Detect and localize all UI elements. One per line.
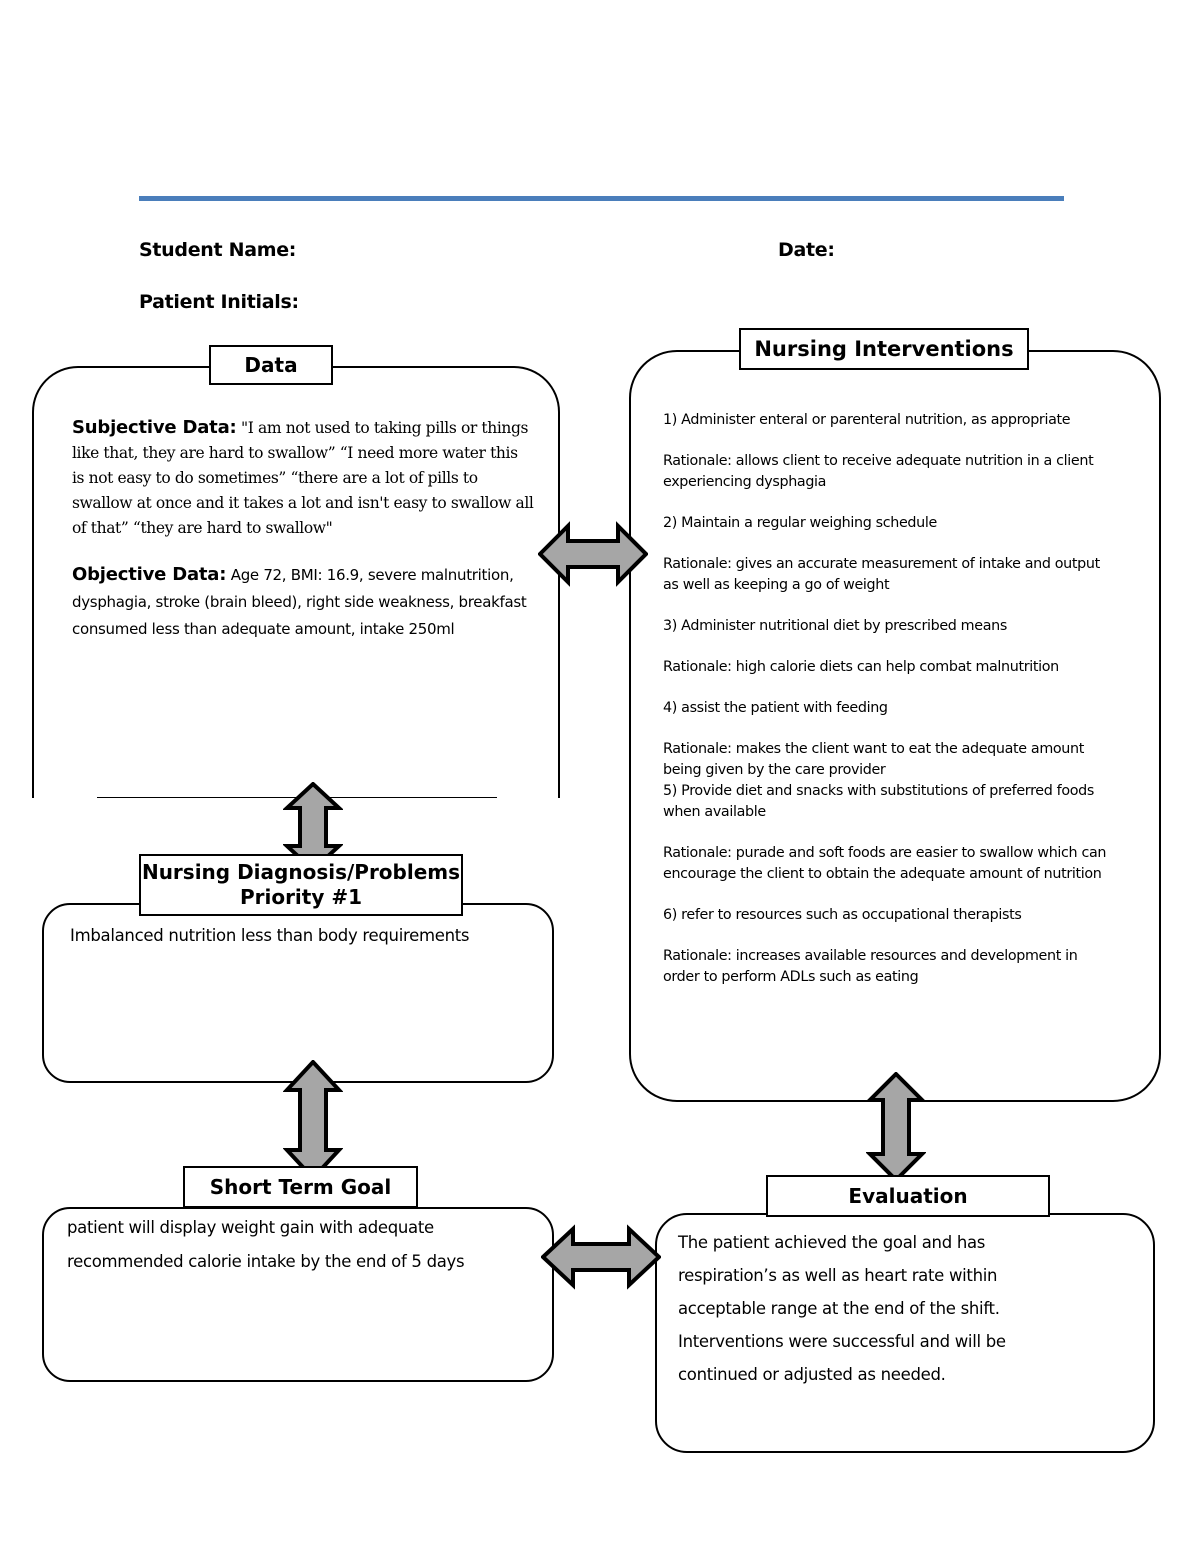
intervention-entry: 3) Administer nutritional diet by prescr…	[663, 618, 1007, 634]
intervention-entry: Rationale: high calorie diets can help c…	[663, 659, 1059, 675]
data-box-label: Data	[209, 345, 333, 385]
intervention-entry: Rationale: gives an accurate measurement…	[663, 556, 1100, 593]
short-term-goal-box	[42, 1207, 554, 1382]
intervention-entry: Rationale: purade and soft foods are eas…	[663, 845, 1107, 882]
nursing-diagnosis-label-line2: Priority #1	[239, 885, 363, 909]
arrow-interventions-to-evaluation	[866, 1072, 926, 1182]
intervention-entry: Rationale: increases available resources…	[663, 948, 1078, 985]
evaluation-box-label: Evaluation	[766, 1175, 1050, 1217]
intervention-entry: 5) Provide diet and snacks with substitu…	[663, 783, 1094, 820]
objective-data-label: Objective Data:	[72, 564, 227, 585]
short-term-goal-box-label: Short Term Goal	[183, 1166, 418, 1208]
arrow-diagnosis-to-goal	[283, 1060, 343, 1180]
subjective-data-paragraph: Subjective Data: "I am not used to takin…	[72, 415, 534, 541]
intervention-entry: 4) assist the patient with feeding	[663, 700, 888, 716]
arrow-data-to-interventions	[538, 518, 648, 590]
intervention-entry: 6) refer to resources such as occupation…	[663, 907, 1022, 923]
objective-data-paragraph: Objective Data: Age 72, BMI: 16.9, sever…	[72, 561, 534, 643]
evaluation-box	[655, 1213, 1155, 1453]
intervention-entry: 1) Administer enteral or parenteral nutr…	[663, 412, 1071, 428]
date-label: Date:	[778, 239, 835, 261]
nursing-diagnosis-box	[42, 903, 554, 1083]
evaluation-text: The patient achieved the goal and has re…	[678, 1233, 1006, 1384]
nursing-interventions-content: 1) Administer enteral or parenteral nutr…	[663, 410, 1111, 1008]
subjective-data-text: "I am not used to taking pills or things…	[72, 419, 534, 537]
data-box	[32, 366, 560, 798]
objective-data-text: Age 72, BMI: 16.9, severe malnutrition, …	[72, 566, 527, 638]
student-name-label: Student Name:	[139, 239, 297, 261]
patient-initials-label: Patient Initials:	[139, 291, 299, 313]
short-term-goal-text: patient will display weight gain with ad…	[67, 1218, 465, 1271]
header-accent-rule	[139, 196, 1064, 201]
nursing-diagnosis-box-label: Nursing Diagnosis/Problems Priority #1	[139, 854, 463, 916]
arrow-goal-to-evaluation	[541, 1221, 661, 1293]
data-box-content: Subjective Data: "I am not used to takin…	[72, 415, 534, 663]
nursing-interventions-box-label: Nursing Interventions	[739, 328, 1029, 370]
intervention-entry: Rationale: makes the client want to eat …	[663, 741, 1084, 778]
subjective-data-label: Subjective Data:	[72, 417, 237, 438]
intervention-entry: Rationale: allows client to receive adeq…	[663, 453, 1094, 490]
nursing-interventions-box	[629, 350, 1161, 1102]
nursing-diagnosis-text: Imbalanced nutrition less than body requ…	[70, 926, 470, 945]
intervention-entry: 2) Maintain a regular weighing schedule	[663, 515, 937, 531]
nursing-diagnosis-label-line1: Nursing Diagnosis/Problems	[141, 860, 461, 884]
